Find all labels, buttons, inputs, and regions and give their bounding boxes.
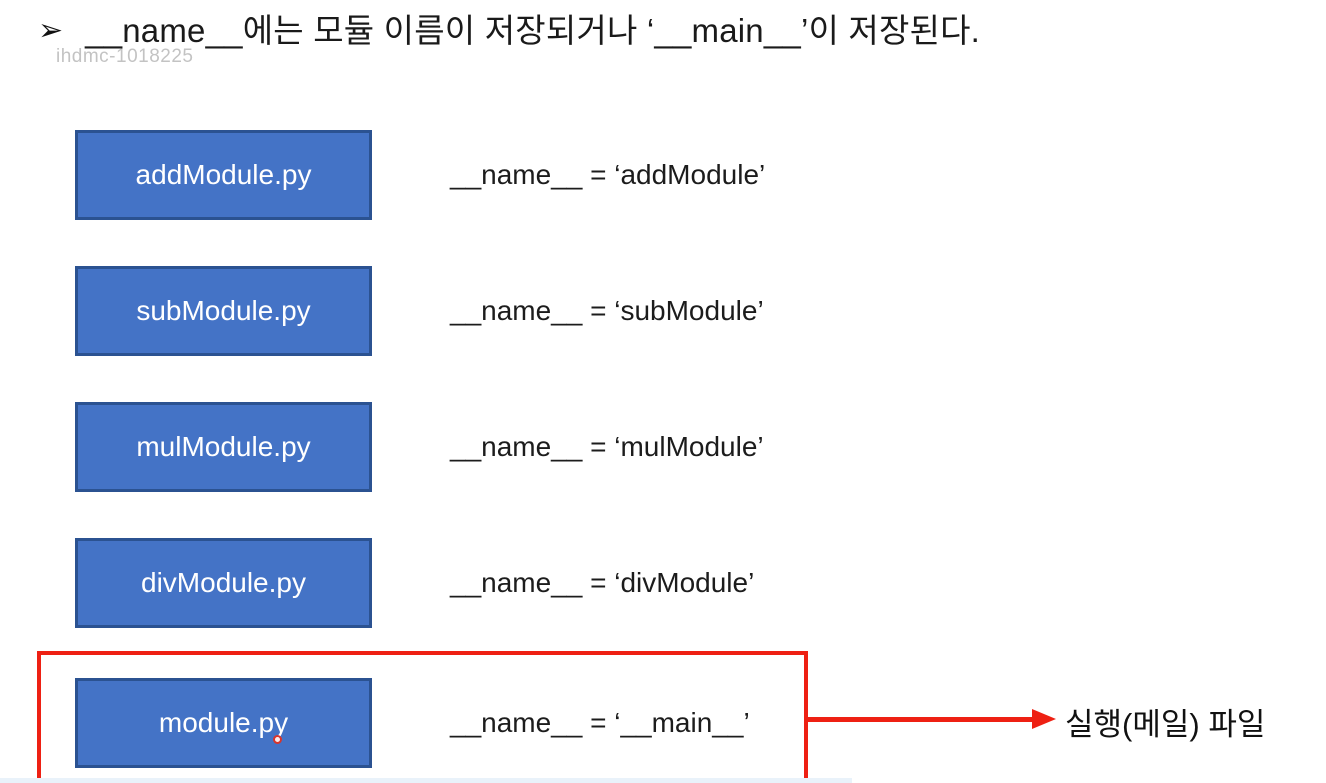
module-box-addmodule: addModule.py	[75, 130, 372, 220]
module-box-mulmodule: mulModule.py	[75, 402, 372, 492]
module-box-submodule: subModule.py	[75, 266, 372, 356]
red-pointer-dot	[273, 735, 282, 744]
module-box-label: module.py	[158, 707, 289, 738]
module-box-divmodule: divModule.py	[75, 538, 372, 628]
arrow-bullet-icon: ➢	[38, 14, 64, 47]
module-box-label: divModule.py	[141, 567, 306, 598]
annotation-label: 실행(메일) 파일	[1065, 707, 1266, 742]
slide-title: ➢ __name__에는 모듈 이름이 저장되거나 ‘__main__’이 저장…	[38, 8, 980, 54]
assignment-divmodule: __name__ = ‘divModule’	[450, 567, 755, 598]
module-box-label: subModule.py	[136, 295, 311, 326]
highlight-frame	[37, 651, 808, 783]
arrow-head-icon	[1032, 709, 1056, 729]
slide-title-text: __name__에는 모듈 이름이 저장되거나 ‘__main__’이 저장된다…	[85, 12, 981, 49]
module-box-label: addModule.py	[135, 159, 312, 190]
assignment-module: __name__ = ‘__main__’	[450, 707, 750, 738]
arrow-line	[808, 717, 1034, 722]
assignment-addmodule: __name__ = ‘addModule’	[450, 159, 766, 190]
bottom-edge-band	[0, 778, 852, 783]
watermark: ihdmc-1018225	[56, 46, 194, 67]
assignment-submodule: __name__ = ‘subModule’	[450, 295, 764, 326]
module-box-label: mulModule.py	[136, 431, 311, 462]
module-box-module: module.py	[75, 678, 372, 768]
assignment-mulmodule: __name__ = ‘mulModule’	[450, 431, 764, 462]
